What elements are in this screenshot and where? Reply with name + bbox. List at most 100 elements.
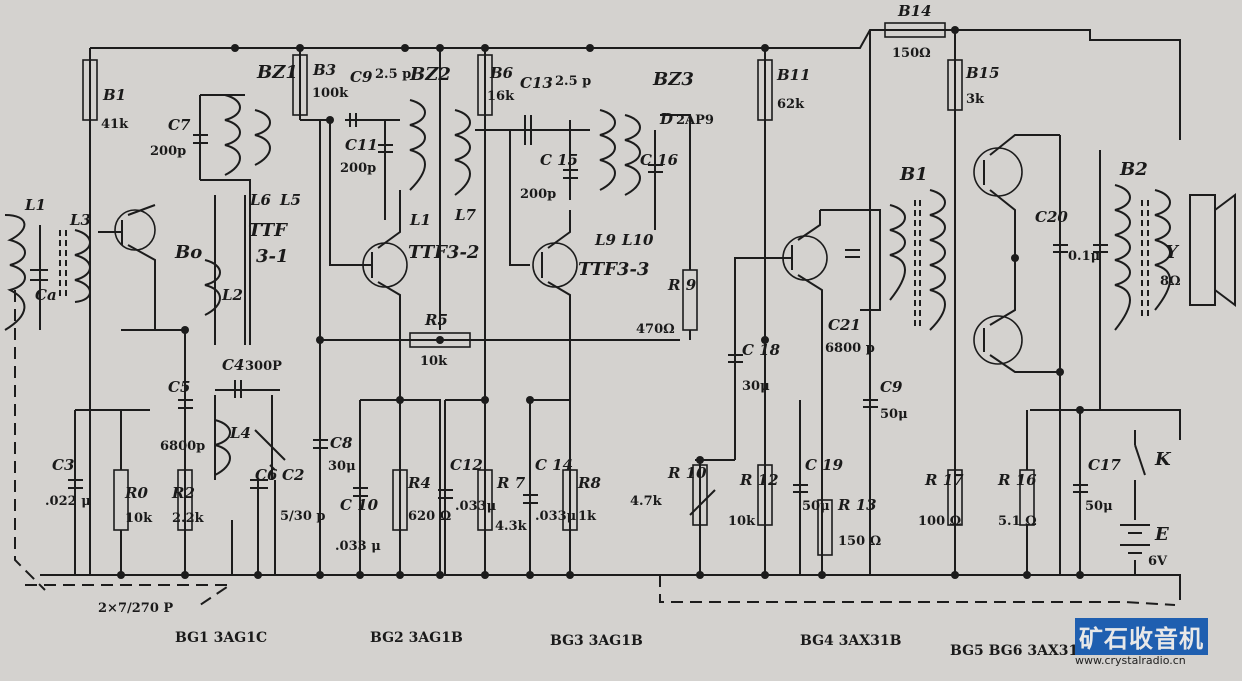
label-C11: C11	[345, 136, 378, 154]
label-C8: C8	[330, 434, 353, 452]
label-R8-value: 1k	[578, 509, 597, 524]
antenna-section	[4, 48, 156, 575]
label-B11-value: 62k	[777, 97, 805, 112]
label-R9: R 9	[667, 276, 697, 294]
label-C16: C 16	[640, 151, 679, 169]
label-BZ1: BZ1	[256, 62, 298, 83]
label-C12: C12	[450, 456, 483, 474]
label-TTF32: TTF3-2	[408, 242, 479, 263]
label-C17-value: 50μ	[1085, 499, 1113, 514]
label-R12-value: 10k	[728, 514, 756, 529]
label-C7-value: 200p	[150, 144, 186, 159]
label-R8: R8	[577, 474, 601, 492]
label-C9-value: 2.5 p	[375, 67, 411, 82]
watermark-url: www.crystalradio.cn	[1075, 654, 1186, 667]
label-C20-value: 0.1μ	[1068, 249, 1101, 264]
label-C20: C20	[1035, 208, 1068, 226]
label-speaker-value: 8Ω	[1160, 274, 1181, 289]
label-trimmer: 2×7/270 P	[98, 601, 173, 616]
label-Bo: Bo	[174, 242, 202, 263]
label-B14-value: 150Ω	[892, 46, 931, 61]
label-C14: C 14	[535, 456, 573, 474]
component-labels: B1 41k BZ1 B3 100k C9 2.5 p BZ2 B6 16k C…	[24, 2, 1181, 616]
label-L4: L4	[229, 424, 251, 442]
label-C10-value: .033 μ	[335, 539, 381, 554]
label-B1: B1	[102, 86, 126, 104]
label-BZ3: BZ3	[652, 69, 694, 90]
legend-bg1: BG1 3AG1C	[175, 630, 267, 646]
label-R0-value: 10k	[125, 511, 153, 526]
label-C2-value: 5/30 p	[280, 509, 326, 524]
stage4	[689, 30, 921, 575]
label-L1b: L1	[409, 211, 431, 229]
label-C13-value: 2.5 p	[555, 74, 591, 89]
label-C19-value: 50μ	[802, 499, 830, 514]
label-R13: R 13	[837, 496, 877, 514]
label-C2: C2	[282, 466, 304, 484]
label-TTF31: TTF	[248, 220, 288, 241]
label-R2: R2	[171, 484, 195, 502]
label-R17: R 17	[924, 471, 964, 489]
label-L2: L2	[221, 286, 243, 304]
legend-bg3: BG3 3AG1B	[550, 633, 643, 649]
label-R4-value: 620 Ω	[408, 509, 451, 524]
label-C9b: C9	[880, 378, 903, 396]
label-C3: C3	[52, 456, 74, 474]
label-R12: R 12	[739, 471, 779, 489]
label-C3-value: .022 μ	[45, 494, 91, 509]
label-L3: L3	[69, 211, 91, 229]
label-R16: R 16	[997, 471, 1037, 489]
stage3	[438, 48, 698, 575]
legend-bg2: BG2 3AG1B	[370, 630, 463, 646]
label-TTF33: TTF3-3	[578, 259, 649, 280]
label-B3-value: 100k	[312, 86, 349, 101]
label-R16-value: 5.1 Ω	[998, 514, 1037, 529]
label-C6: C6	[255, 466, 278, 484]
label-C19: C 19	[805, 456, 844, 474]
label-C11-value: 200p	[340, 161, 376, 176]
label-L5: L5	[279, 191, 301, 209]
label-C10: C 10	[340, 496, 379, 514]
output-stage	[884, 22, 1236, 575]
label-R0: R0	[124, 484, 148, 502]
label-C12-value: .033μ	[455, 499, 497, 514]
legend-bg56: BG5 BG6 3AX31B	[950, 643, 1090, 659]
label-R10: R 10	[667, 464, 707, 482]
label-R2-value: 2.2k	[172, 511, 205, 526]
junction-dots	[117, 26, 1084, 579]
label-L10: L10	[621, 231, 654, 249]
label-B1-transformer: B1	[899, 164, 928, 185]
label-R4: R4	[407, 474, 431, 492]
label-battery-E: E	[1154, 524, 1169, 545]
stage1	[68, 94, 286, 575]
label-R5-value: 10k	[420, 354, 448, 369]
label-R7-value: 4.3k	[495, 519, 528, 534]
label-L9: L9	[594, 231, 617, 249]
label-B1-value: 41k	[101, 117, 129, 132]
label-R17-value: 100 Ω	[918, 514, 961, 529]
label-R13-value: 150 Ω	[838, 534, 881, 549]
label-C17: C17	[1088, 456, 1121, 474]
label-B3: B3	[312, 61, 336, 79]
label-C4: C4	[222, 356, 244, 374]
label-L7: L7	[454, 206, 477, 224]
label-BZ2: BZ2	[409, 64, 451, 85]
label-C21-value: 6800 p	[825, 341, 875, 356]
label-C5-value: 6800p	[160, 439, 205, 454]
label-B6-value: 16k	[487, 89, 515, 104]
label-B15-value: 3k	[966, 92, 985, 107]
label-C4-value: 300P	[245, 359, 282, 374]
label-B14: B14	[897, 2, 932, 20]
legend-bg4: BG4 3AX31B	[800, 633, 902, 649]
label-L6: L6	[249, 191, 272, 209]
label-C13: C13	[520, 74, 553, 92]
label-R9-value: 470Ω	[636, 322, 675, 337]
label-C9b-value: 50μ	[880, 407, 908, 422]
label-B11: B11	[776, 66, 811, 84]
label-C15-value: 200p	[520, 187, 556, 202]
label-C18-value: 30μ	[742, 379, 770, 394]
rails	[14, 29, 1181, 606]
label-C14-value: .033μ	[535, 509, 577, 524]
